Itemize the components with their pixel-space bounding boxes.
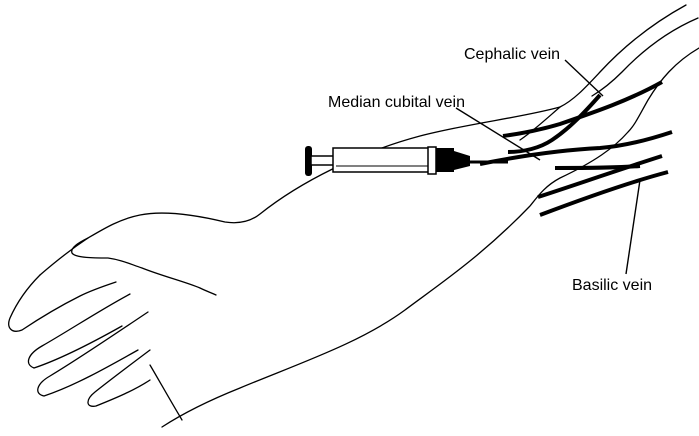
cephalic-leader <box>565 60 603 96</box>
arm-outline <box>9 5 699 427</box>
shoulder-fold <box>592 18 698 96</box>
finger-ring <box>38 312 148 396</box>
syringe-barrel <box>333 148 433 172</box>
syringe-plunger-head <box>428 147 436 174</box>
basilic-vein-label: Basilic vein <box>572 277 652 294</box>
syringe-hub <box>436 148 454 172</box>
veins <box>480 82 672 215</box>
syringe <box>305 146 508 176</box>
syringe-tip <box>454 151 470 170</box>
palm-crease <box>150 365 182 420</box>
syringe-plunger-rod <box>311 156 335 165</box>
basilic-leader <box>626 180 640 274</box>
basilic-vein-main <box>538 156 662 197</box>
cephalic-vein-label: Cephalic vein <box>464 46 560 63</box>
finger-index <box>9 275 116 331</box>
finger-little <box>88 350 150 406</box>
median-cubital-vein-label: Median cubital vein <box>328 94 465 111</box>
cephalic-branch <box>508 95 600 152</box>
